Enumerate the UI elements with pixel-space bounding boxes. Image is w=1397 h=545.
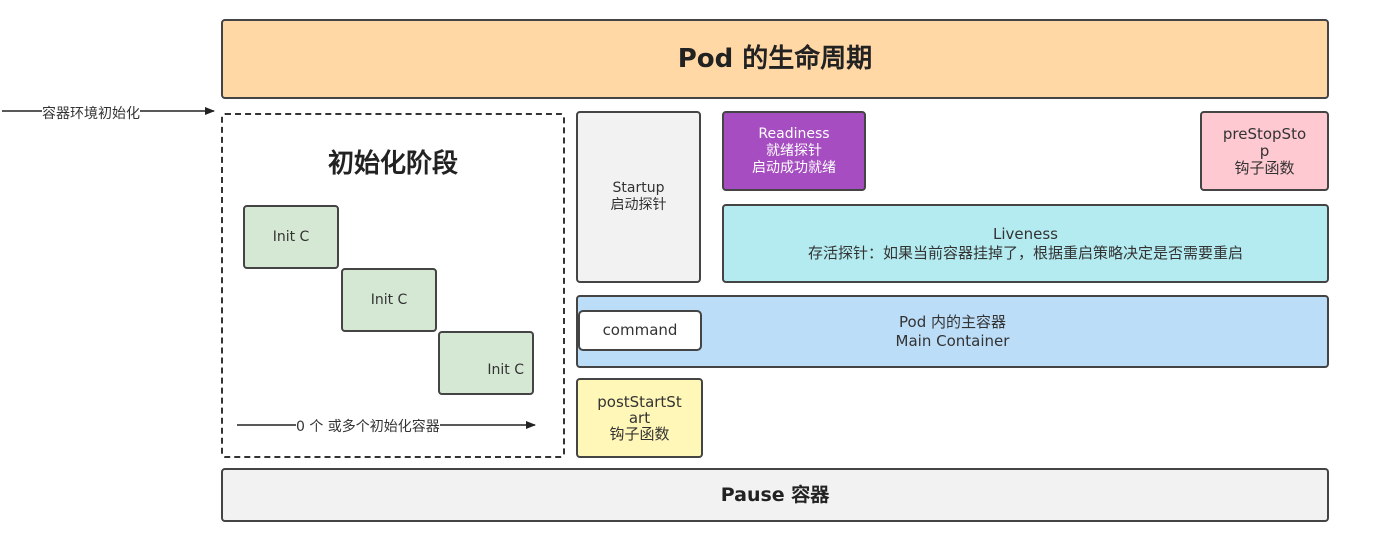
prestop-hook-box: preStopSto p 钩子函数 bbox=[1200, 111, 1329, 191]
env-init-label: 容器环境初始化 bbox=[42, 103, 140, 123]
init-container-1: Init C bbox=[243, 205, 339, 269]
liveness-probe-box: Liveness 存活探针：如果当前容器挂掉了，根据重启策略决定是否需要重启 bbox=[722, 204, 1329, 283]
pause-container-box: Pause 容器 bbox=[221, 468, 1329, 522]
init-stage-container bbox=[221, 113, 565, 458]
pod-lifecycle-title: Pod 的生命周期 bbox=[221, 19, 1329, 99]
readiness-probe-box: Readiness 就绪探针 启动成功就绪 bbox=[722, 111, 866, 191]
init-container-3: Init C bbox=[438, 331, 534, 395]
startup-probe-box: Startup 启动探针 bbox=[576, 111, 701, 283]
init-stage-title: 初始化阶段 bbox=[327, 149, 458, 179]
init-sequence-label: 0 个 或多个初始化容器 bbox=[296, 416, 440, 436]
init-container-2: Init C bbox=[341, 268, 437, 332]
poststart-hook-box: postStartSt art 钩子函数 bbox=[576, 378, 703, 458]
command-box: command bbox=[578, 310, 702, 351]
